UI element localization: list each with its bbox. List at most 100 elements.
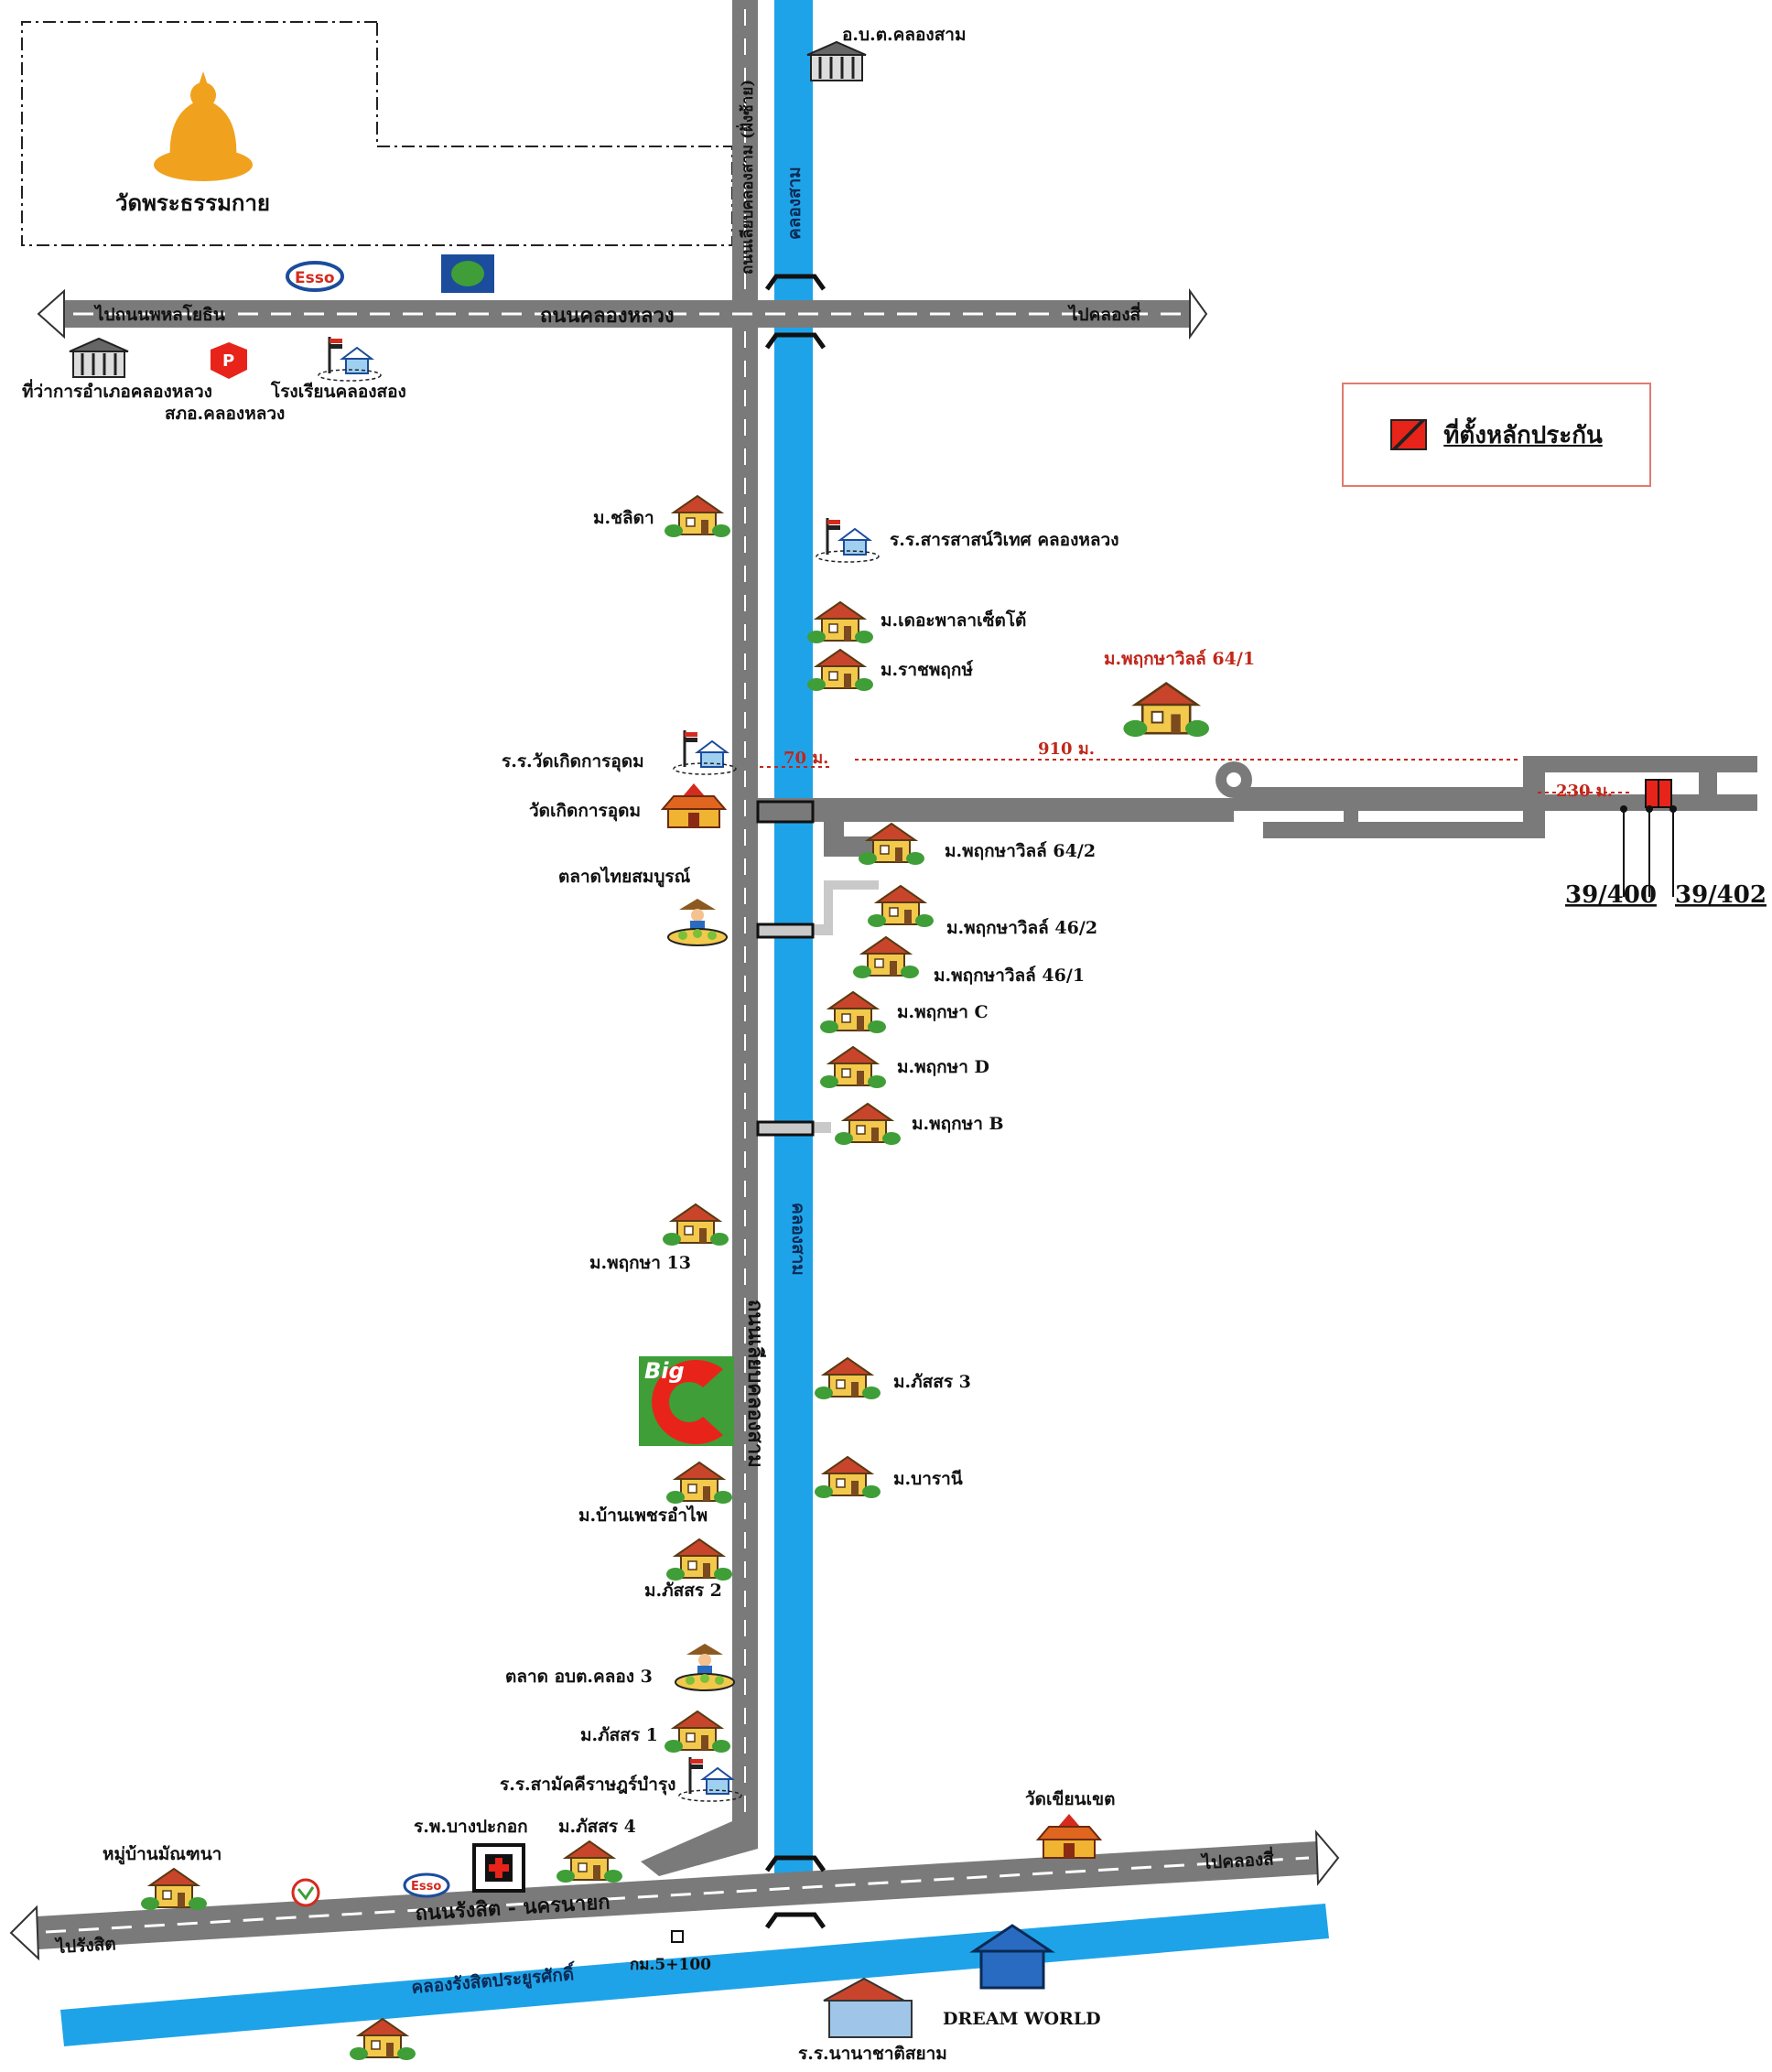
kbank-sign — [291, 1878, 320, 1907]
leaf-sign — [441, 254, 494, 293]
village-pruksa-46-1: ม.พฤกษาวิลล์ 46/1 — [852, 936, 1085, 986]
village-ratchaphruek-label: ม.ราชพฤกษ์ — [881, 660, 973, 680]
village-passorn-1-label: ม.ภัสสร 1 — [580, 1725, 658, 1745]
village-passorn-2: ม.ภัสสร 2 — [644, 1538, 733, 1601]
village-ratchaphruek: ม.ราชพฤกษ์ — [806, 649, 973, 692]
village-chalida-label: ม.ชลิดา — [593, 508, 654, 528]
esso-logo-text: Esso — [295, 269, 335, 287]
school-samakkhi-label: ร.ร.สามัคคีราษฎร์บำรุง — [500, 1775, 675, 1796]
school-sarasas-label: ร.ร.สารสาสน์วิเทศ คลองหลวง — [890, 530, 1118, 550]
village-pruksa-46-1-label: ม.พฤกษาวิลล์ 46/1 — [934, 966, 1085, 986]
village-the-palazzo: ม.เดอะพาลาเซ็ตโต้ — [806, 601, 1026, 644]
property-plots: 39/400 39/402 — [1565, 779, 1767, 909]
plot-39-400: 39/400 — [1565, 881, 1657, 909]
village-pruksa-64-2: ม.พฤกษาวิลล์ 64/2 — [858, 823, 1096, 866]
parking-p-icon: P — [222, 351, 234, 371]
police-station-label: สภอ.คลองหลวง — [165, 404, 285, 424]
soi-pruksa-road — [641, 756, 1757, 1876]
market-obt-label: ตลาด อบต.คลอง 3 — [505, 1667, 653, 1687]
village-passorn-3-label: ม.ภัสสร 3 — [893, 1372, 971, 1392]
village-manthana: หมู่บ้านมัณฑนา — [103, 1844, 222, 1911]
temple-khian-khet-label: วัดเขียนเขต — [1025, 1789, 1115, 1809]
village-manthana-label: หมู่บ้านมัณฑนา — [103, 1844, 222, 1865]
village-baranee: ม.บารานี — [814, 1456, 963, 1499]
village-bottom-left — [349, 2018, 416, 2061]
legend-swatch-icon — [1390, 419, 1428, 450]
temple-dhammakaya-label: วัดพระธรรมกาย — [115, 189, 270, 216]
road-label-to-khlong-si-top: ไปคลองสี่ — [1067, 302, 1141, 325]
market-thai-somboon: ตลาดไทยสมบูรณ์ — [558, 866, 728, 946]
market-obt: ตลาด อบต.คลอง 3 — [505, 1643, 735, 1691]
village-pruksa-d-label: ม.พฤกษา D — [897, 1057, 989, 1077]
school-khlong-song: โรงเรียนคลองสอง — [270, 335, 406, 402]
esso-logo-text-bottom: Esso — [411, 1880, 441, 1894]
school-wat-koet: ร.ร.วัดเกิดการอุดม — [502, 728, 738, 776]
plot-39-402: 39/402 — [1675, 881, 1767, 909]
temple-koet: วัดเกิดการอุดม — [529, 782, 726, 828]
district-office: ที่ว่าการอำเภอคลองหลวง — [22, 337, 212, 402]
school-nanachart-label: ร.ร.นานาชาติสยาม — [798, 2044, 947, 2064]
temple-khian-khet: วัดเขียนเขต — [1025, 1789, 1115, 1859]
village-pruksa-b: ม.พฤกษา B — [834, 1103, 1004, 1146]
distance-70: 70 ม. — [783, 749, 828, 768]
village-the-palazzo-label: ม.เดอะพาลาเซ็ตโต้ — [881, 609, 1026, 631]
hospital-bangpakok-label: ร.พ.บางปะกอก — [414, 1817, 528, 1837]
village-pruksa-46-2-label: ม.พฤกษาวิลล์ 46/2 — [946, 918, 1097, 938]
road-label-canal-road-top: ถนนเลียบคลองสาม (ฝั่งซ้าย) — [736, 80, 757, 275]
khlong-luang-road — [37, 287, 1208, 340]
legend-label: ที่ตั้งหลักประกัน — [1443, 421, 1603, 449]
village-pruksa-d: ม.พฤกษา D — [819, 1046, 989, 1089]
road-label-to-phahon: ไปถนนพหลโยธิน — [93, 304, 225, 325]
village-pruksa-c: ม.พฤกษา C — [819, 991, 989, 1034]
village-pruksa-c-label: ม.พฤกษา C — [897, 1002, 989, 1022]
sao-khlong-sam-label: อ.บ.ต.คลองสาม — [842, 25, 967, 45]
village-passorn-2-label: ม.ภัสสร 2 — [644, 1581, 722, 1601]
dreamworld-label: DREAM WORLD — [943, 2009, 1101, 2029]
village-pruksa-b-label: ม.พฤกษา B — [912, 1114, 1004, 1134]
village-baranee-label: ม.บารานี — [893, 1469, 963, 1489]
road-label-to-rangsit: ไปรังสิต — [54, 1933, 116, 1958]
village-passorn-4: ม.ภัสสร 4 — [556, 1817, 636, 1883]
village-pruksa-64-2-label: ม.พฤกษาวิลล์ 64/2 — [945, 841, 1096, 861]
village-passorn-4-label: ม.ภัสสร 4 — [558, 1817, 636, 1837]
sao-khlong-sam: อ.บ.ต.คลองสาม — [805, 25, 967, 82]
canal-road — [732, 0, 758, 1849]
hospital-bangpakok: ร.พ.บางปะกอก — [414, 1817, 528, 1893]
esso-station-top: Esso — [286, 261, 344, 292]
village-ban-phet: ม.บ้านเพชรอำไพ — [578, 1462, 733, 1526]
school-samakkhi: ร.ร.สามัคคีราษฎร์บำรุง — [500, 1755, 743, 1803]
school-sarasas: ร.ร.สารสาสน์วิเทศ คลองหลวง — [815, 516, 1118, 564]
map-legend: ที่ตั้งหลักประกัน — [1342, 383, 1651, 487]
school-khlong-song-label: โรงเรียนคลองสอง — [270, 381, 406, 402]
village-ban-phet-label: ม.บ้านเพชรอำไพ — [578, 1505, 708, 1526]
road-label-canal-road-mid: ถนนเลียบคลองสาม — [743, 1300, 767, 1468]
bigc-store: Big — [639, 1356, 734, 1446]
esso-station-bottom: Esso — [403, 1872, 450, 1898]
distance-910: 910 ม. — [1038, 739, 1095, 759]
road-label-khlong-luang: ถนนคลองหลวง — [540, 304, 675, 328]
village-pruksa-64-1: ม.พฤกษาวิลล์ 64/1 — [1104, 649, 1255, 739]
distance-230: 230 ม. — [1556, 782, 1613, 801]
dreamworld: DREAM WORLD — [943, 1924, 1101, 2029]
bridges — [756, 276, 824, 1927]
village-pruksa-13: ม.พฤกษา 13 — [589, 1203, 729, 1273]
district-office-label: ที่ว่าการอำเภอคลองหลวง — [22, 379, 212, 402]
temple-koet-label: วัดเกิดการอุดม — [529, 801, 641, 822]
canal-label-khlong-sam-top: คลองสาม — [784, 167, 805, 240]
school-nanachart: ร.ร.นานาชาติสยาม — [798, 1977, 947, 2064]
distance-markers: 70 ม. 910 ม. 230 ม. — [760, 739, 1629, 801]
village-pruksa-64-1-label: ม.พฤกษาวิลล์ 64/1 — [1104, 649, 1255, 669]
km-marker: กม.5+100 — [630, 1930, 711, 1974]
village-passorn-3: ม.ภัสสร 3 — [814, 1357, 971, 1400]
village-passorn-1: ม.ภัสสร 1 — [580, 1710, 731, 1754]
bigc-logo-text: Big — [644, 1358, 685, 1384]
km-marker-label: กม.5+100 — [630, 1956, 711, 1974]
village-pruksa-13-label: ม.พฤกษา 13 — [589, 1253, 691, 1273]
canal-label-khlong-sam-mid: คลองสาม — [788, 1203, 808, 1276]
village-chalida: ม.ชลิดา — [593, 495, 731, 538]
police-station: P สภอ.คลองหลวง — [165, 342, 285, 424]
market-thai-somboon-label: ตลาดไทยสมบูรณ์ — [558, 866, 691, 888]
school-wat-koet-label: ร.ร.วัดเกิดการอุดม — [502, 751, 644, 772]
village-pruksa-46-2: ม.พฤกษาวิลล์ 46/2 — [867, 885, 1097, 938]
